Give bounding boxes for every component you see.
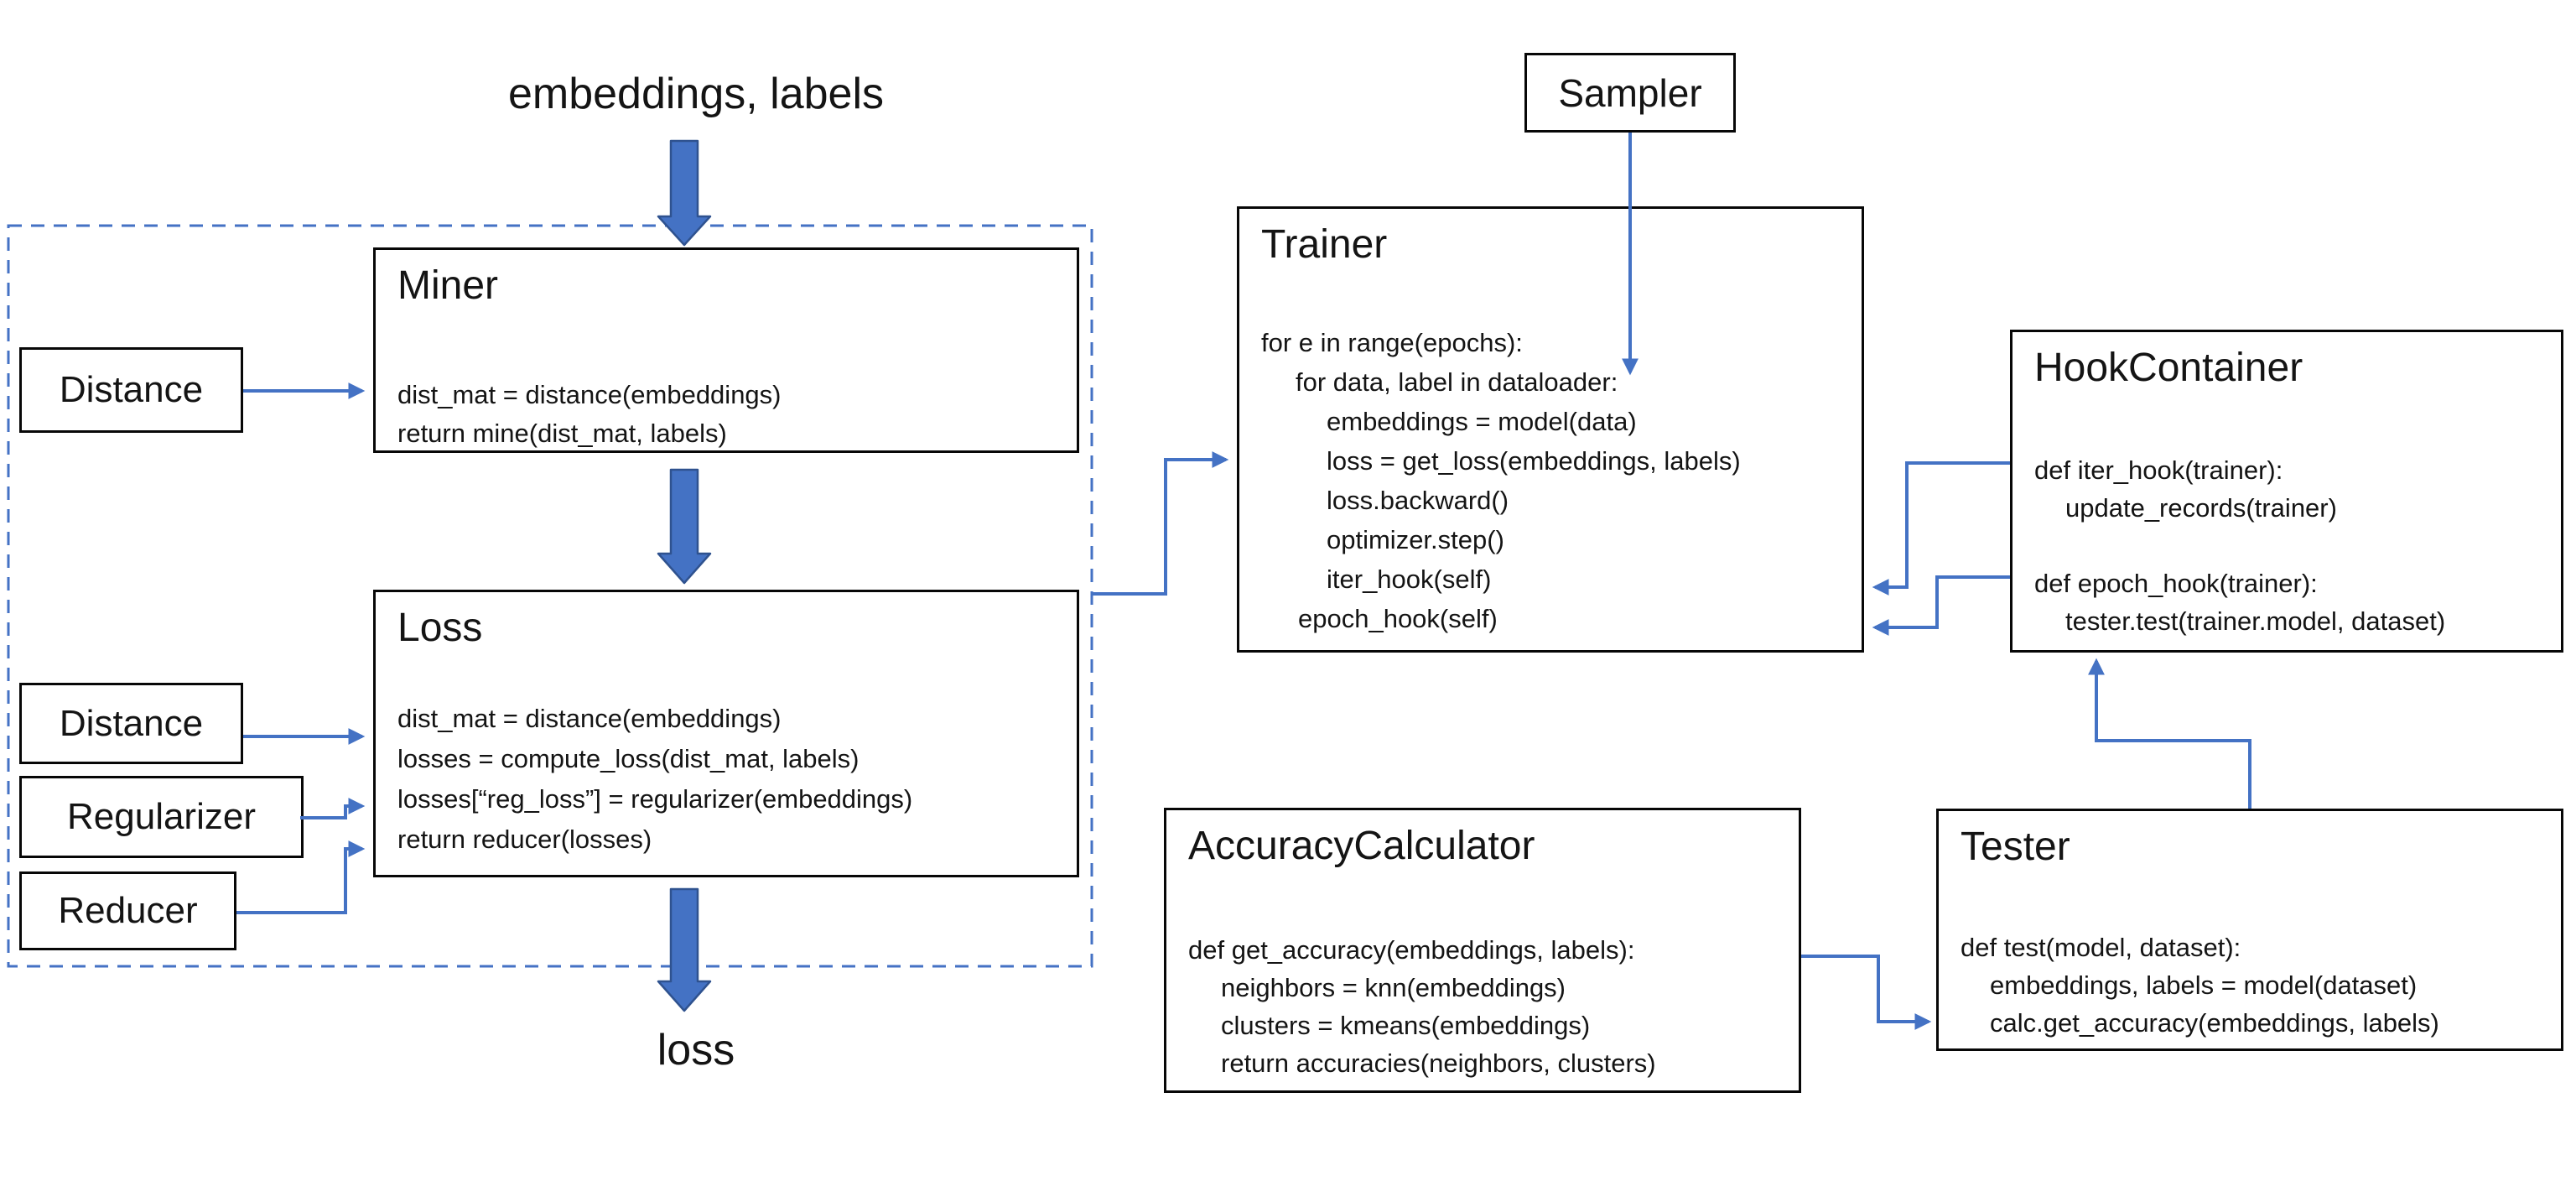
code-line: loss.backward() [1327,486,1509,515]
distance-label: Distance [59,369,204,410]
miner-code: dist_mat = distance(embeddings) return m… [397,376,782,453]
code-line: return accuracies(neighbors, clusters) [1221,1048,1656,1078]
code-line: tester.test(trainer.model, dataset) [2065,606,2446,636]
code-line: update_records(trainer) [2065,493,2337,523]
regularizer-label: Regularizer [67,796,256,837]
code-line: dist_mat = distance(embeddings) [397,380,782,409]
code-line: calc.get_accuracy(embeddings, labels) [1990,1008,2439,1038]
distance-box-loss: Distance [19,683,243,764]
connector-tester-to-hookcontainer [2088,658,2251,809]
loss-box: Loss dist_mat = distance(embeddings) los… [373,590,1079,877]
code-line: losses[“reg_loss”] = regularizer(embeddi… [397,784,913,814]
distance-label: Distance [59,702,204,744]
loss-code: dist_mat = distance(embeddings) losses =… [397,699,912,860]
sampler-box: Sampler [1524,53,1736,133]
accuracy-calculator-title: AccuracyCalculator [1188,824,1535,868]
input-flow-label: embeddings, labels [507,70,885,118]
code-line: dist_mat = distance(embeddings) [397,704,782,733]
accuracy-calculator-box: AccuracyCalculator def get_accuracy(embe… [1164,808,1801,1093]
distance-box-miner: Distance [19,347,243,433]
trainer-title: Trainer [1261,222,1388,267]
block-arrow-miner-to-loss [657,468,712,585]
reducer-box: Reducer [19,871,236,950]
code-line: def test(model, dataset): [1961,933,2241,962]
code-line: for e in range(epochs): [1261,328,1523,357]
miner-title: Miner [397,263,499,308]
code-line: def epoch_hook(trainer): [2034,569,2318,598]
reducer-label: Reducer [58,890,198,931]
hook-container-box: HookContainer def iter_hook(trainer): up… [2010,330,2563,653]
loss-module-dashed-border [7,224,1093,968]
connector-loss-module-to-trainer [1092,451,1229,596]
loss-title: Loss [397,606,483,650]
accuracy-calculator-code: def get_accuracy(embeddings, labels): ne… [1188,931,1656,1082]
connector-accuracycalculator-to-tester [1801,955,1932,1030]
trainer-box: Trainer for e in range(epochs): for data… [1237,206,1864,653]
code-line: return reducer(losses) [397,825,652,854]
code-line: neighbors = knn(embeddings) [1221,973,1566,1002]
code-line: optimizer.step() [1327,525,1504,554]
connector-iterhook-to-trainer [1872,461,2010,596]
connector-epochhook-to-trainer [1872,575,2010,636]
hook-container-code: def iter_hook(trainer): update_records(t… [2034,451,2445,640]
code-line: embeddings = model(data) [1327,407,1637,436]
code-line: def iter_hook(trainer): [2034,455,2283,485]
sampler-label: Sampler [1558,70,1702,115]
code-line: def get_accuracy(embeddings, labels): [1188,935,1635,965]
tester-title: Tester [1961,825,2070,869]
miner-box: Miner dist_mat = distance(embeddings) re… [373,247,1079,453]
code-line: for data, label in dataloader: [1296,367,1618,397]
code-line: clusters = kmeans(embeddings) [1221,1011,1591,1040]
output-flow-label: loss [657,1026,735,1074]
code-line: iter_hook(self) [1327,564,1492,594]
block-arrow-loss-to-output [657,887,712,1012]
code-line: losses = compute_loss(dist_mat, labels) [397,744,860,773]
code-line: epoch_hook(self) [1298,604,1498,633]
code-line: embeddings, labels = model(dataset) [1990,970,2418,1000]
tester-code: def test(model, dataset): embeddings, la… [1961,929,2439,1042]
code-line: loss = get_loss(embeddings, labels) [1327,446,1741,476]
connector-regularizer-to-loss [300,798,366,819]
code-line: return mine(dist_mat, labels) [397,419,727,448]
tester-box: Tester def test(model, dataset): embeddi… [1936,809,2563,1051]
trainer-code: for e in range(epochs): for data, label … [1261,323,1741,638]
connector-reducer-to-loss [236,840,366,914]
block-arrow-input-to-miner [657,139,712,247]
hook-container-title: HookContainer [2034,346,2303,390]
regularizer-box: Regularizer [19,776,304,858]
